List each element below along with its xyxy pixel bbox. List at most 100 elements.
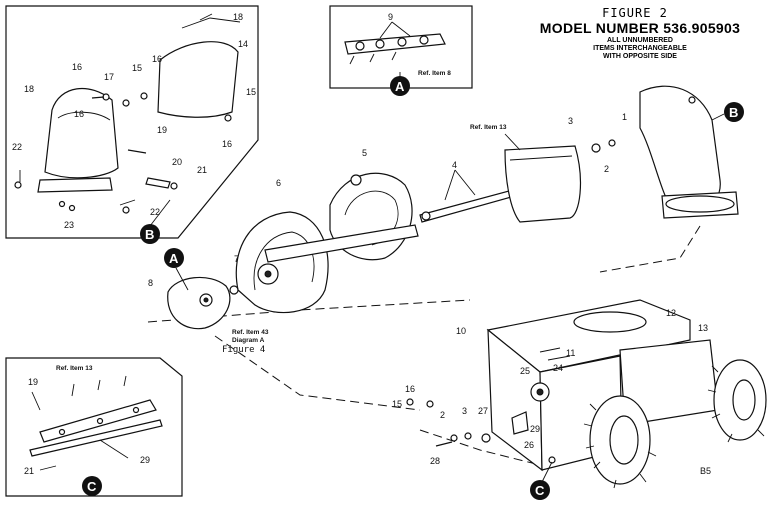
part-10: 10 [456,326,466,336]
inset-b-labels: 18 14 16 17 15 16 18 16 15 19 16 22 20 2… [12,12,256,230]
callout-a-main-bubble [164,248,184,268]
part-3: 3 [568,116,573,126]
part-23: 23 [64,220,74,230]
part-15-a: 15 [132,63,142,73]
inset-b-parts [14,13,241,214]
figure-title: FIGURE 2 [602,6,668,20]
part-26: 26 [524,440,534,450]
part-28: 28 [430,456,440,466]
part-24: 24 [553,363,563,373]
part-29-inset-c: 29 [140,455,150,465]
part-15-b: 15 [246,87,256,97]
bracket-26 [511,411,529,435]
part-21-inset-c: 21 [24,466,34,476]
part-22-a: 22 [12,142,22,152]
callout-a-inset-bubble [390,76,410,96]
part-2-main: 2 [440,410,445,420]
dashed-line-chute [599,225,701,273]
ref-item-13-inset: Ref. Item 13 [56,365,93,372]
callout-b-main-bubble [724,102,744,122]
part-4: 4 [452,160,457,170]
note-line-1: ALL UNNUMBERED [607,37,673,44]
callout-a-inset-label: A [395,79,405,94]
interchangeable-note: ALL UNNUMBERED ITEMS INTERCHANGEABLE WIT… [560,37,720,61]
callout-c-inset: C [82,476,102,496]
part-12: 12 [666,308,676,318]
shaft-part-4 [419,187,523,223]
diagram-a-label: Diagram A [232,337,265,344]
note-line-2: ITEMS INTERCHANGEABLE [593,45,687,52]
main-labels: 10 11 12 13 24 25 26 16 15 2 3 27 28 29 … [392,308,711,476]
callout-a-main: A [164,248,189,291]
discharge-chute [639,85,739,219]
impeller-cover: 8 7 Ref. Item 43 Diagram A Figure 4 [148,254,269,355]
inset-c-frame [5,357,183,497]
callout-b-main: B [711,102,744,122]
part-7: 7 [234,254,239,264]
chute-base-inset [37,177,113,193]
part-18-deflector: 18 [233,12,243,22]
callout-b-inset-label: B [145,227,154,242]
auger-spiral-left [235,211,329,314]
part-27: 27 [478,406,488,416]
callout-c-inset-label: C [87,479,97,494]
auger-assembly: 6 5 [235,148,419,314]
callout-a-main-label: A [169,251,179,266]
part-13: 13 [698,323,708,333]
part-9: 9 [388,12,393,22]
inset-c-parts: Ref. Item 13 19 21 29 [24,365,163,476]
part-8: 8 [148,278,153,288]
ref-item-43: Ref. Item 43 [232,329,269,336]
page-code: B5 [700,466,711,476]
part-19-inset-c: 19 [28,377,38,387]
chute-upper [639,85,721,211]
chute-body-inset [44,87,119,179]
part-1: 1 [622,112,627,122]
dashed-line-hardware [419,429,541,466]
part-19-inset: 19 [157,125,167,135]
callout-b-inset-bubble [140,224,160,244]
part-16-b: 16 [152,54,162,64]
shave-plate [29,419,163,457]
side-hardware [406,382,556,464]
callout-c-inset-bubble [82,476,102,496]
part-11: 11 [566,348,575,358]
part-3-main: 3 [462,406,467,416]
impeller-plate [167,276,231,330]
callout-c-main: C [530,461,553,500]
callout-a-inset: A [390,72,410,96]
callout-c-main-label: C [535,483,545,498]
part-16-main: 16 [405,384,415,394]
model-number: MODEL NUMBER 536.905903 [539,20,741,36]
wheels [583,359,767,489]
inset-b-frame [5,5,259,239]
figure-4-label: Figure 4 [222,345,265,355]
ref-item-8: Ref. Item 8 [418,70,451,77]
part-22-b: 22 [150,207,160,217]
part-20: 20 [172,157,182,167]
part-21-inset-b: 21 [197,165,207,175]
auger-bushing [350,174,362,186]
blade-housing-13 [504,145,582,223]
callout-b-inset: B [140,199,171,244]
auger-shaft [264,224,419,263]
part-5: 5 [362,148,367,158]
part-17: 17 [104,72,114,82]
part-15-main: 15 [392,399,402,409]
callout-c-main-bubble [530,480,550,500]
callout-b-main-label: B [729,105,738,120]
part-16-d: 16 [222,139,232,149]
handle-inset [145,177,171,189]
deflector-inset [157,41,239,118]
part-16-a: 16 [72,62,82,72]
part-18-chute: 18 [24,84,34,94]
part-29-main: 29 [530,424,540,434]
note-line-3: WITH OPPOSITE SIDE [603,53,677,60]
ref-item-13-main: Ref. Item 13 [470,124,507,131]
part-25: 25 [520,366,530,376]
chute-opening [573,311,647,333]
part-14: 14 [238,39,248,49]
housing-parts: 4 Ref. Item 13 3 1 2 [419,112,627,223]
